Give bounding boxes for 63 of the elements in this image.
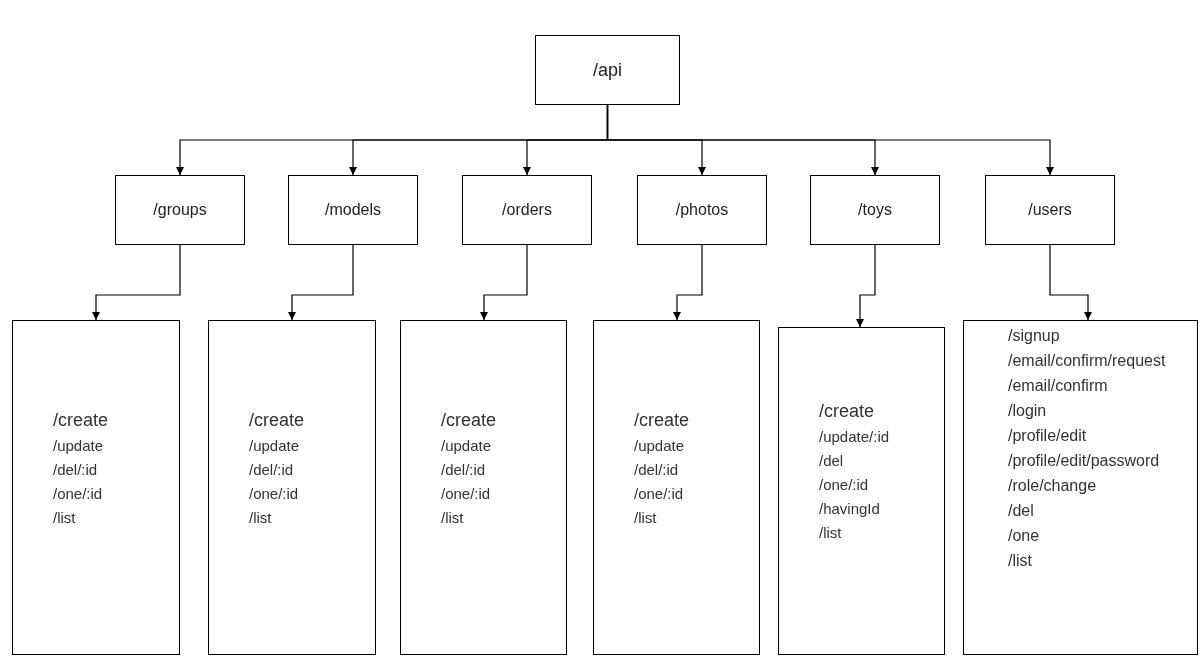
- route-label: /del/:id: [634, 459, 680, 480]
- arrow: [856, 244, 876, 328]
- route-label: /one/:id: [634, 483, 685, 504]
- route-label: /list: [819, 523, 843, 543]
- endpoint-box: [810, 175, 940, 245]
- route-label: /del/:id: [53, 459, 99, 480]
- route-label: /update: [441, 435, 493, 456]
- route-label: /one/:id: [53, 483, 104, 504]
- route-list-box: [400, 320, 567, 655]
- route-label: /update: [634, 435, 686, 456]
- route-label: /list: [634, 507, 658, 528]
- route-label: /role/change: [1008, 476, 1098, 496]
- arrow: [606, 104, 1054, 176]
- endpoint-box: [535, 35, 680, 105]
- arrow: [92, 244, 181, 321]
- route-label: /del: [1008, 501, 1035, 521]
- route-label: /create: [53, 408, 110, 432]
- route-label: /profile/edit/password: [1008, 451, 1161, 471]
- arrow: [288, 244, 354, 321]
- route-label: /toys: [858, 200, 892, 220]
- route-label: /create: [819, 400, 876, 423]
- route-label: /login: [1008, 401, 1048, 421]
- route-label: /create: [249, 408, 306, 432]
- route-label: /one: [1008, 526, 1041, 546]
- route-label: /api: [593, 58, 622, 82]
- route-label: /profile/edit: [1008, 426, 1088, 446]
- route-label: /update: [53, 435, 105, 456]
- endpoint-box: [288, 175, 418, 245]
- route-label: /models: [325, 200, 381, 220]
- arrow: [1049, 244, 1092, 321]
- endpoint-box: [637, 175, 767, 245]
- route-list-box: [778, 327, 945, 655]
- route-label: /photos: [675, 200, 729, 220]
- route-list-box: [963, 320, 1198, 655]
- route-label: /email/confirm: [1008, 376, 1109, 396]
- arrow: [673, 244, 703, 321]
- route-list-box: [593, 320, 760, 655]
- route-label: /users: [1028, 200, 1072, 220]
- route-label: /list: [441, 507, 465, 528]
- route-label: /update: [249, 435, 301, 456]
- arrow: [480, 244, 528, 321]
- route-label: /one/:id: [249, 483, 300, 504]
- route-label: /one/:id: [441, 483, 492, 504]
- route-label: /list: [1008, 551, 1033, 571]
- route-label: /del/:id: [249, 459, 295, 480]
- route-label: /email/confirm/request: [1008, 351, 1167, 371]
- route-label: /list: [53, 507, 77, 528]
- route-label: /one/:id: [819, 475, 870, 495]
- route-list-box: [208, 320, 376, 655]
- route-label: /orders: [502, 200, 552, 220]
- route-label: /signup: [1008, 326, 1061, 346]
- route-label: /del/:id: [441, 459, 487, 480]
- route-label: /create: [441, 408, 498, 432]
- route-label: /havingId: [819, 499, 881, 519]
- endpoint-box: [985, 175, 1115, 245]
- route-label: /create: [634, 408, 691, 432]
- route-label: /update/:id: [819, 427, 891, 447]
- endpoint-box: [115, 175, 245, 245]
- route-label: /groups: [153, 200, 207, 220]
- endpoint-box: [462, 175, 592, 245]
- route-list-box: [12, 320, 180, 655]
- route-label: /list: [249, 507, 273, 528]
- route-label: /del: [819, 451, 845, 471]
